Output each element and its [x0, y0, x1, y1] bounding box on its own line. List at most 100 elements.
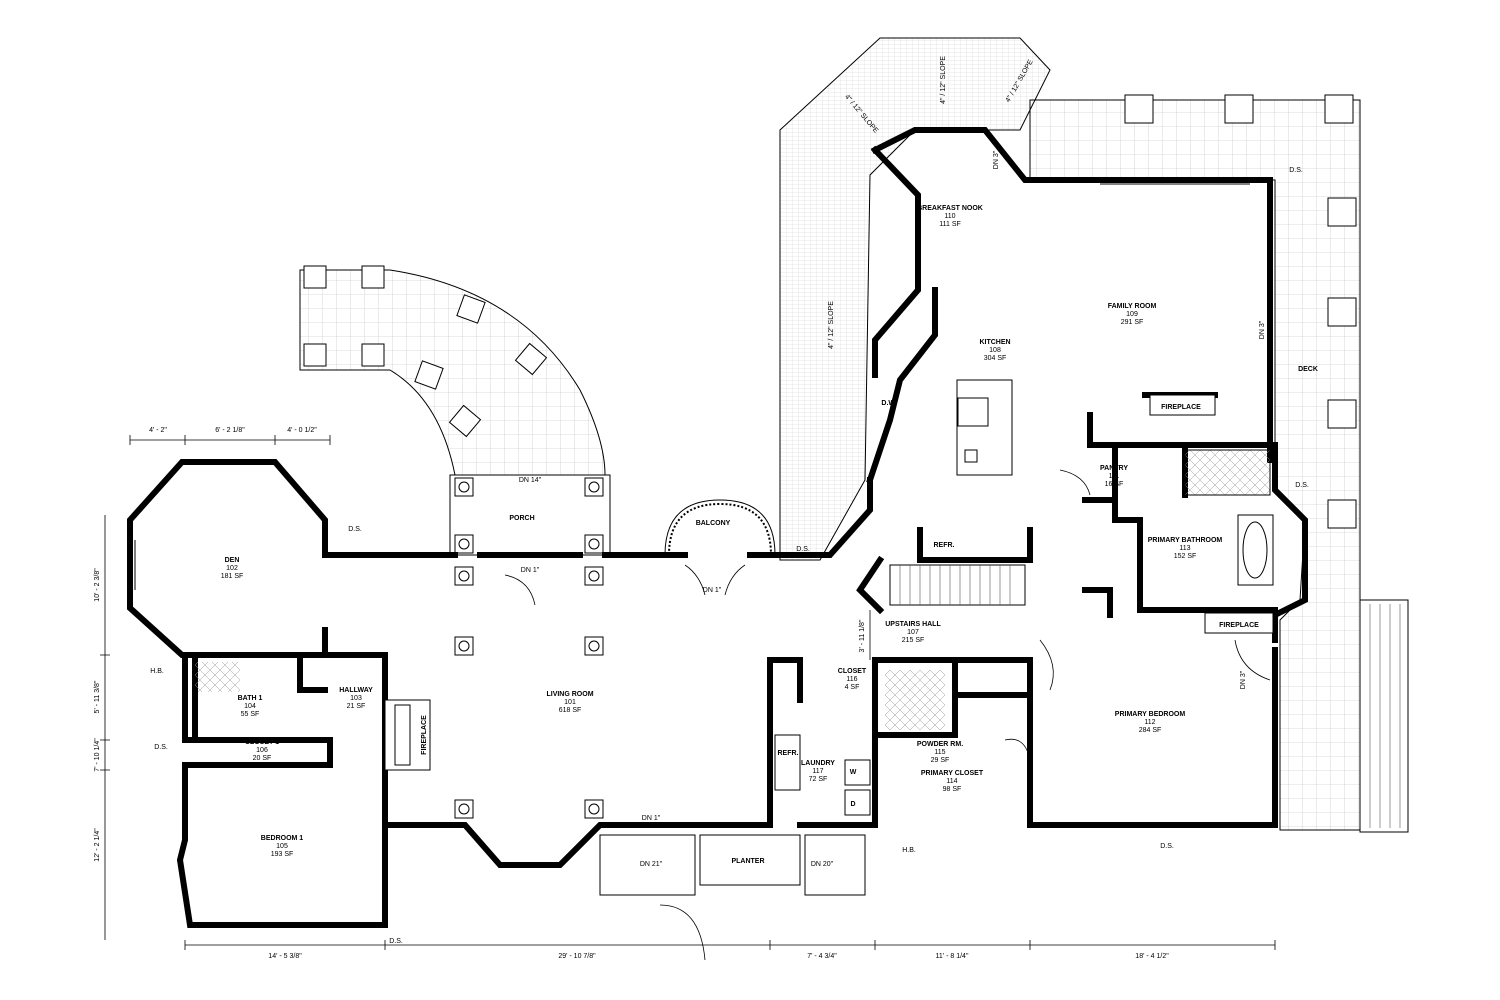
plan-text: 109: [1126, 311, 1138, 318]
plan-text: 107: [907, 629, 919, 636]
plan-text: BREAKFAST NOOK: [917, 205, 983, 212]
plan-text: POWDER RM.: [917, 741, 963, 748]
plan-text: 284 SF: [1139, 727, 1162, 734]
dn-living-left: DN 1": [521, 567, 540, 574]
plan-text: 618 SF: [559, 707, 582, 714]
planter-label: PLANTER: [731, 858, 764, 865]
ds-bottom-left: D.S.: [389, 938, 403, 945]
plan-text: 55 SF: [241, 711, 260, 718]
plan-text: 215 SF: [902, 637, 925, 644]
plan-text: 5' - 11 3/8": [94, 680, 101, 713]
fireplace-primary-label: FIREPLACE: [1219, 622, 1259, 629]
annotation-labels: PORCH BALCONY DECK PLANTER FIREPLACE FIR…: [150, 56, 1318, 945]
plan-text: 7' - 10 1/4": [94, 738, 101, 772]
plan-text: 20 SF: [253, 755, 272, 762]
dn-bottom-stair1: DN 21": [640, 861, 663, 868]
plan-text: 6' - 2 1/8": [215, 427, 245, 434]
dryer-label: D: [850, 801, 855, 808]
dn-nook: DN 3": [993, 150, 1000, 169]
washer-label: W: [850, 769, 857, 776]
refr-laundry-label: REFR.: [778, 750, 799, 757]
plan-text: 102: [226, 565, 238, 572]
plan-text: 4' - 0 1/2": [287, 427, 317, 434]
ds-den: D.S.: [348, 526, 362, 533]
plan-text: 10' - 2 3/8": [94, 568, 101, 602]
plan-text: 108: [989, 347, 1001, 354]
windows: [129, 179, 1271, 826]
hb-bottom: H.B.: [902, 847, 916, 854]
plan-text: 29 SF: [931, 757, 950, 764]
ds-bath: D.S.: [154, 744, 168, 751]
plan-text: 111 SF: [939, 221, 961, 228]
plan-text: KITCHEN: [979, 339, 1010, 346]
plan-text: 7' - 4 3/4": [807, 953, 837, 960]
plan-text: 117: [812, 768, 823, 775]
doors: [504, 469, 1271, 961]
fixtures: [195, 379, 1274, 896]
plan-text: 115: [934, 749, 945, 756]
plan-text: 11' - 8 1/4": [936, 953, 969, 960]
refr-kitchen-label: REFR.: [934, 542, 955, 549]
dn-bottom-stair2: DN 20": [811, 861, 834, 868]
dw-label: D.W.: [881, 400, 896, 407]
plan-text: LAUNDRY: [801, 760, 835, 767]
dimension-lines: [100, 435, 1276, 950]
dimension-labels: 4' - 2" 6' - 2 1/8" 4' - 0 1/2" 14' - 5 …: [94, 427, 1169, 960]
plan-text: 72 SF: [809, 776, 828, 783]
plan-text: 304 SF: [984, 355, 1007, 362]
plan-text: 111: [1109, 473, 1120, 480]
plan-text: 116: [846, 676, 857, 683]
balcony: [664, 499, 776, 556]
plan-text: 101: [564, 699, 576, 706]
dn-laundry: DN 2": [811, 822, 830, 829]
ds-balcony: D.S.: [796, 546, 810, 553]
plan-text: 14' - 5 3/8": [268, 953, 302, 960]
plan-text: LIVING ROOM: [546, 691, 593, 698]
plan-text: 21 SF: [347, 703, 366, 710]
plan-text: 110: [944, 213, 955, 220]
plan-text: 98 SF: [943, 786, 962, 793]
plan-text: DEN: [225, 557, 240, 564]
slope-left: 4" / 12" SLOPE: [828, 301, 835, 349]
plan-text: 3' - 11 1/8": [859, 619, 866, 652]
ds-bottom-right: D.S.: [1160, 843, 1174, 850]
plan-text: 105: [276, 843, 288, 850]
ds-bath-primary: D.S.: [1295, 482, 1309, 489]
plan-text: 16 SF: [1105, 481, 1124, 488]
plan-text: PANTRY: [1100, 465, 1128, 472]
dn-balcony: DN 1": [703, 587, 722, 594]
porch-stair: [299, 265, 606, 476]
walls: [127, 127, 1308, 928]
plan-text: 106: [256, 747, 268, 754]
plan-text: 104: [244, 703, 256, 710]
plan-text: HALLWAY: [339, 687, 373, 694]
fireplace-family-label: FIREPLACE: [1161, 404, 1201, 411]
plan-text: 181 SF: [221, 573, 244, 580]
plan-text: 4' - 2": [149, 427, 167, 434]
deck-label: DECK: [1298, 366, 1318, 373]
plan-text: 4 SF: [845, 684, 860, 691]
plan-text: 12' - 2 1/4": [94, 828, 101, 862]
plan-text: PRIMARY BATHROOM: [1148, 537, 1223, 544]
plan-text: 113: [1179, 545, 1190, 552]
plan-text: PRIMARY BEDROOM: [1115, 711, 1186, 718]
plan-text: CLOSET 1: [245, 739, 279, 746]
plan-text: UPSTAIRS HALL: [885, 621, 941, 628]
hb-left: H.B.: [150, 668, 164, 675]
plan-text: 152 SF: [1174, 553, 1197, 560]
plan-text: CLOSET: [838, 668, 867, 675]
plan-text: BATH 1: [238, 695, 263, 702]
plan-text: 112: [1144, 719, 1155, 726]
plan-text: 291 SF: [1121, 319, 1144, 326]
